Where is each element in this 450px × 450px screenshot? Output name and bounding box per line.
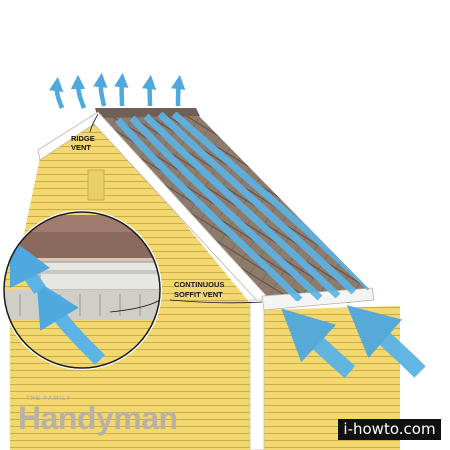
ridge-vent-label-2: VENT (71, 143, 91, 152)
corner-trim (250, 300, 264, 450)
soffit-vent-label-2: SOFFIT VENT (174, 290, 223, 299)
ridge-exhaust-arrows (57, 80, 179, 108)
soffit-vent-label-1: CONTINUOUS (174, 280, 224, 289)
gable-window (88, 170, 104, 200)
brand-logo: Handyman (18, 400, 178, 437)
ridge-vent-label-1: RIDGE (71, 134, 95, 143)
credit-badge: i-howto.com (338, 419, 441, 440)
